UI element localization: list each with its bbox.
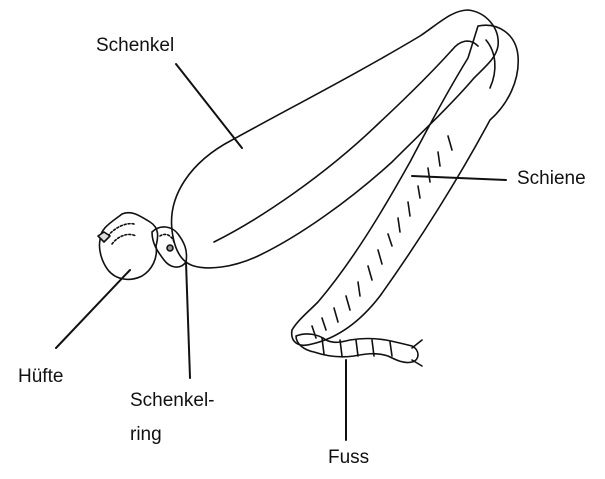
schiene-shape [292, 25, 519, 345]
label-huefte: Hüfte [18, 365, 63, 389]
label-schenkelring-line1: Schenkel- [130, 389, 215, 413]
label-fuss: Fuss [328, 446, 369, 470]
leader-lines [56, 64, 506, 440]
leader-huefte [56, 270, 130, 348]
fuss-shape [296, 334, 422, 366]
label-schenkel: Schenkel [96, 34, 174, 58]
leader-schiene [412, 176, 506, 180]
huefte-shape [98, 213, 158, 280]
label-schiene: Schiene [517, 167, 586, 191]
leader-schenkel [176, 64, 242, 148]
leader-schenkelring [186, 262, 190, 378]
label-schenkelring-line2: ring [130, 423, 162, 447]
